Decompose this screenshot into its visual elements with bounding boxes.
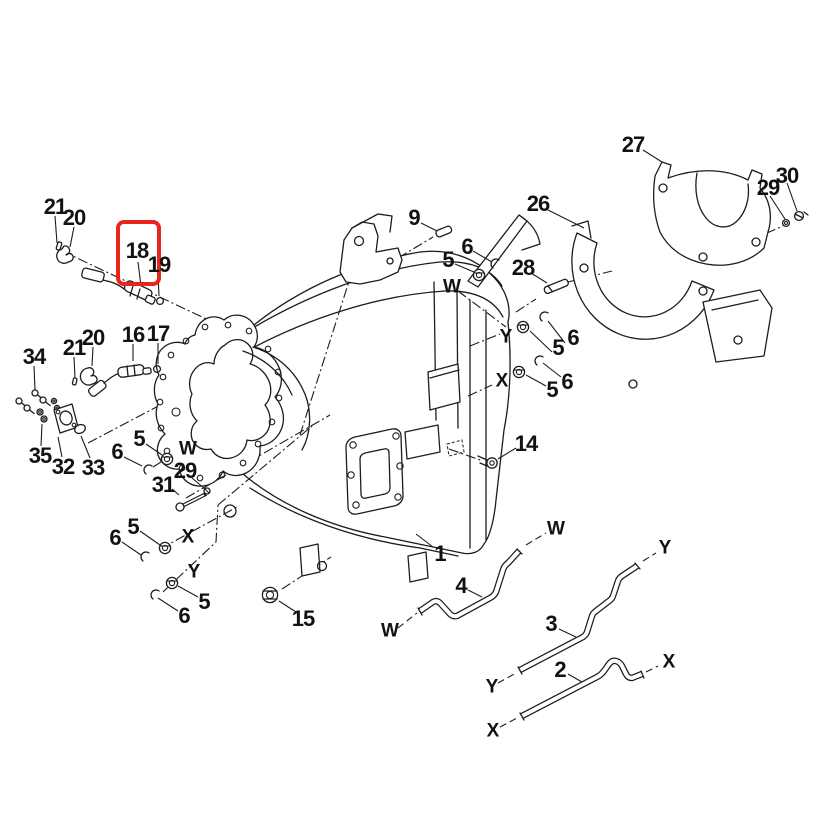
tube-dash-connectors: [397, 532, 659, 728]
bolt-part-31: [175, 492, 207, 512]
screw-part-14: [477, 455, 498, 469]
cable-part-18: [55, 241, 165, 306]
nut-part-5-instances: [158, 268, 530, 590]
pin-part-9: [435, 225, 453, 238]
washer-part-29-topright: [781, 218, 791, 228]
tube-part-4: [417, 548, 523, 620]
seal-part-33: [74, 423, 86, 435]
cable-part-16: [71, 364, 162, 397]
screw-part-29-middle: [203, 487, 211, 495]
screw-part-30: [793, 210, 809, 222]
tube-part-3: [517, 562, 641, 675]
plug-part-15: [261, 586, 279, 604]
tube-part-2: [519, 657, 645, 721]
housing-part-1: [153, 213, 541, 583]
pin-part-28: [543, 278, 569, 295]
highlight-box: [116, 220, 161, 286]
leader-lines: [33, 149, 798, 683]
ring-part-6-instances: [140, 258, 549, 600]
cover-part-27: [653, 161, 771, 266]
bolt-cluster-34-35: [15, 389, 61, 423]
cover-part-26: [571, 220, 773, 389]
